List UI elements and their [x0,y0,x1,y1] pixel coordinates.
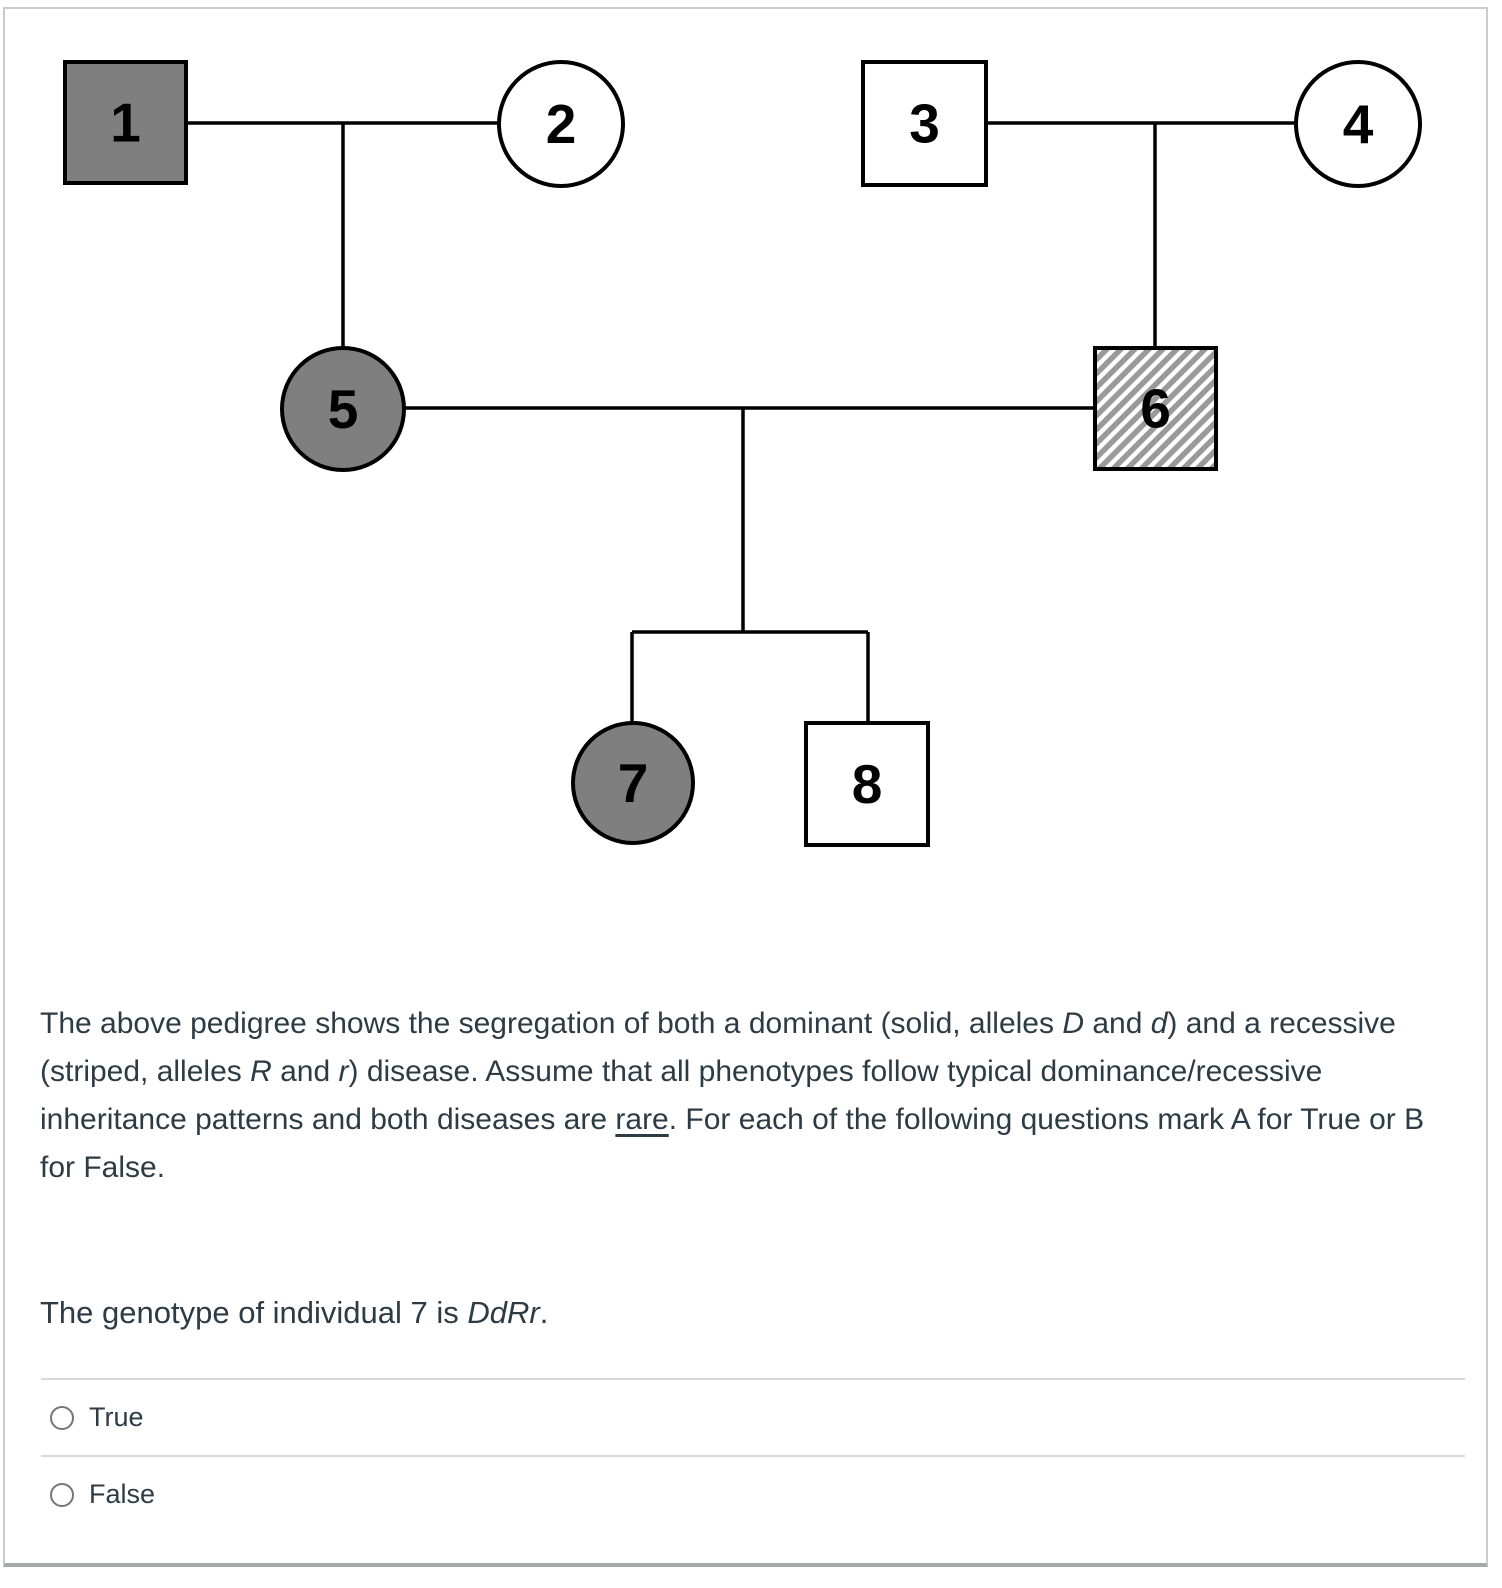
pedigree-label-6: 6 [1140,378,1171,440]
pedigree-individual-7-circle [571,721,695,845]
radio-false[interactable] [50,1482,74,1507]
pedigree-label-1: 1 [110,92,141,154]
pedigree-figure: 1 2 3 4 5 6 7 8 [63,60,1422,847]
pedigree-label-8: 8 [852,753,883,815]
pedigree-label-3: 3 [909,93,940,155]
pedigree-label-2: 2 [546,93,577,155]
pedigree-individual-1-square [63,60,188,185]
question-statement: The genotype of individual 7 is DdRr. [40,1295,549,1330]
pedigree-individual-4-circle [1294,60,1422,188]
answer-row-false[interactable]: False [41,1455,1465,1532]
pedigree-individual-2-circle [497,60,625,188]
answer-label-false[interactable]: False [89,1479,156,1509]
pedigree-label-5: 5 [328,378,359,440]
radio-true[interactable] [50,1405,74,1430]
question-intro-text: The above pedigree shows the segregation… [40,1007,1425,1184]
answer-options: True False [41,1378,1465,1532]
answer-row-true[interactable]: True [41,1378,1465,1455]
pedigree-diagram: 1 2 3 4 5 6 7 8 [63,60,1422,847]
pedigree-label-4: 4 [1343,93,1374,155]
pedigree-individual-3-square [861,60,988,187]
pedigree-individual-8-square [804,721,930,847]
answer-label-true[interactable]: True [89,1402,144,1432]
pedigree-individual-6-square [1093,346,1218,471]
pedigree-individual-5-circle [280,346,406,472]
pedigree-label-7: 7 [618,752,649,814]
